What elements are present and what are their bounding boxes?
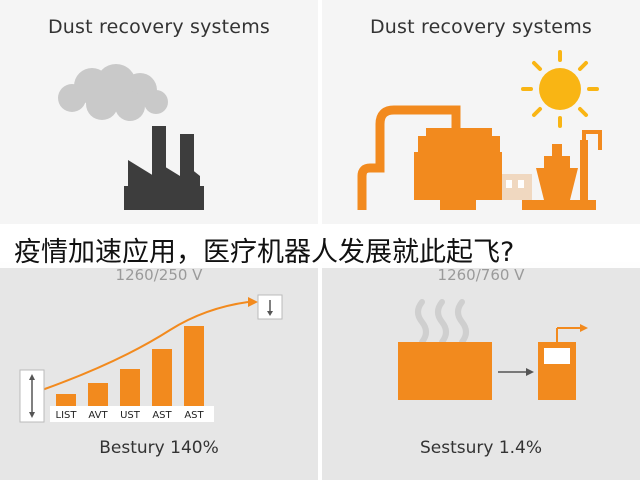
- chart-bar: [56, 394, 76, 406]
- caption-left: Bestury 140%: [99, 438, 219, 458]
- vertical-range-icon: [19, 369, 45, 423]
- factory-chimney-icon: [124, 126, 204, 216]
- chart-bar: [120, 369, 140, 406]
- panel-dust-recovery-right: Dust recovery systems: [322, 0, 640, 232]
- headline-text: 疫情加速应用，医疗机器人发展就此起飞?: [14, 237, 515, 268]
- caption-right: Sestsury 1.4%: [419, 438, 543, 458]
- panel-bar-chart: 1260/250 V LIST AVT UST AST AST Bestury 140%: [0, 262, 318, 480]
- panel-title-right: Dust recovery systems: [369, 16, 593, 38]
- bar-label: UST: [120, 410, 141, 421]
- panel-dust-recovery-left: Dust recovery systems: [0, 0, 318, 232]
- heat-recovery-flow: [398, 324, 588, 400]
- voltage-label-right: 1260/760 V: [437, 266, 525, 284]
- bar-label: AST: [184, 410, 204, 421]
- chart-bar: [184, 326, 204, 406]
- chart-bar: [88, 383, 108, 406]
- heat-waves-icon: [415, 299, 469, 345]
- bar-label: LIST: [56, 410, 78, 421]
- panel-title-left: Dust recovery systems: [47, 16, 271, 38]
- chart-bar: [152, 349, 172, 406]
- arrow-icon: [526, 368, 534, 376]
- headline-banner: 疫情加速应用，医疗机器人发展就此起飞?: [0, 224, 640, 268]
- trend-arrow-icon: [248, 297, 258, 307]
- bar-label: AST: [152, 410, 172, 421]
- panel-heat-recovery: 1260/760 V Sestsury 1.4%: [322, 262, 640, 480]
- dust-collector-icon: [357, 105, 602, 210]
- vertical-range-icon: [257, 294, 283, 320]
- smoke-cloud-icon: [58, 64, 168, 121]
- voltage-label-left: 1260/250 V: [115, 266, 203, 284]
- sun-icon: [521, 50, 599, 128]
- bar-label: AVT: [88, 410, 108, 421]
- growth-bar-chart: LIST AVT UST AST AST: [19, 294, 283, 423]
- arrow-icon: [580, 324, 588, 332]
